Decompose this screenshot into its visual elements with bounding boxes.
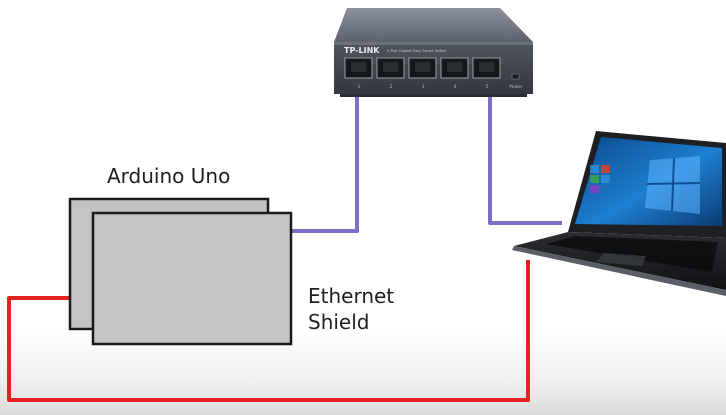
switch-brand: TP-LINK [344,46,380,55]
laptop-touchpad [596,253,646,266]
port-number-4: 4 [454,84,457,90]
laptop-keyboard [546,236,718,272]
start-tiles [590,165,610,193]
laptop-front-edge [512,246,726,296]
switch-ports [344,57,501,79]
ethernet-shield-label-line2: Shield [308,310,370,334]
ethernet-shield-label-line1: Ethernet [308,284,395,308]
arduino-uno-label: Arduino Uno [107,164,231,188]
port-number-3: 3 [422,84,425,90]
port-number-1: 1 [358,84,361,90]
power-led [511,73,520,80]
port-number-2: 2 [390,84,393,90]
ethernet-cable-laptop [488,74,562,225]
power-cable [7,260,530,402]
network-switch: TP-LINK 5-Port Gigabit Easy Smart Switch… [334,8,533,97]
laptop [512,131,726,296]
ethernet-shield-label: Ethernet Shield [308,283,418,335]
port-number-5: 5 [486,84,489,90]
switch-model-text: 5-Port Gigabit Easy Smart Switch [387,49,446,53]
switch-power-label: Power [509,84,523,90]
switch-top [334,8,533,42]
ethernet-cable-arduino [292,74,359,233]
ethernet-shield-board [91,211,293,346]
